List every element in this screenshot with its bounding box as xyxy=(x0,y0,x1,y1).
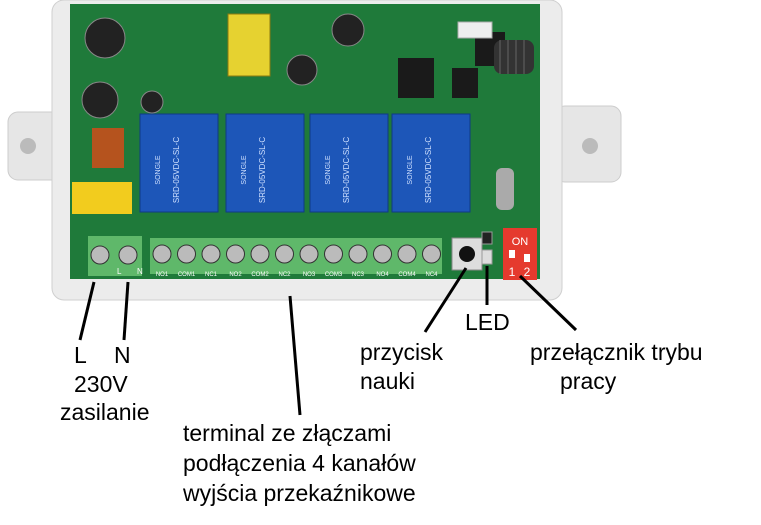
relay-3: SRD-05VDC-SL-C SONGLE xyxy=(309,113,389,213)
screw-com3[interactable] xyxy=(324,244,343,264)
screw-nc2[interactable] xyxy=(275,244,294,264)
screw-nc3[interactable] xyxy=(348,244,368,264)
screw-no1[interactable] xyxy=(152,244,172,264)
dip-toggle-2[interactable] xyxy=(524,254,530,262)
power-terminal-label: L xyxy=(117,267,122,276)
leader-button xyxy=(423,267,468,333)
power-terminal-label: N xyxy=(137,267,143,276)
output-terminal-label: NC1 xyxy=(205,272,218,278)
ic-chip xyxy=(398,58,434,98)
relay-model: SRD-05VDC-SL-C xyxy=(258,137,267,203)
mount-hole-right xyxy=(582,138,598,154)
output-terminal-label: COM2 xyxy=(251,272,269,278)
output-terminal-label: NO4 xyxy=(376,272,389,278)
label-voltage: 230V xyxy=(74,371,128,397)
relay-2: SRD-05VDC-SL-C SONGLE xyxy=(225,113,305,213)
relay-model: SRD-05VDC-SL-C xyxy=(342,137,351,203)
relay-brand: SONGLE xyxy=(241,155,248,185)
antenna-coil xyxy=(494,40,534,74)
label-led: LED xyxy=(465,309,510,335)
output-terminal-label: COM4 xyxy=(398,272,416,278)
label-button-2: nauki xyxy=(360,368,415,394)
label-power: zasilanie xyxy=(60,399,150,425)
transformer xyxy=(227,13,271,77)
label-terminal-1: terminal ze złączami xyxy=(183,420,392,446)
output-terminal-label: NC4 xyxy=(425,272,438,278)
label-n: N xyxy=(114,342,131,368)
relay-brand: SONGLE xyxy=(155,155,162,185)
relay-1: SRD-05VDC-SL-C SONGLE xyxy=(139,113,219,213)
output-terminal-label: NO3 xyxy=(303,272,316,278)
relay-model: SRD-05VDC-SL-C xyxy=(172,137,181,203)
led xyxy=(481,249,493,265)
screw-com1[interactable] xyxy=(177,244,196,264)
screw-nc4[interactable] xyxy=(422,244,441,264)
header-connector xyxy=(457,21,493,39)
leader-switch xyxy=(518,274,578,332)
output-terminal-label: COM3 xyxy=(325,272,343,278)
capacitor xyxy=(286,54,318,86)
label-l: L xyxy=(74,342,87,368)
capacitor xyxy=(331,13,365,47)
label-switch-1: przełącznik trybu xyxy=(530,339,703,365)
capacitor xyxy=(81,81,119,119)
output-terminal-label: NO2 xyxy=(229,272,242,278)
screw-no3[interactable] xyxy=(299,244,319,264)
capacitor xyxy=(84,17,126,59)
label-terminal-2: podłączenia 4 kanałów xyxy=(183,450,416,476)
ic-chip xyxy=(452,68,478,98)
leader-lines xyxy=(78,266,578,416)
screw-com4[interactable] xyxy=(397,244,417,264)
leader-l xyxy=(78,281,96,341)
relay-model: SRD-05VDC-SL-C xyxy=(424,137,433,203)
relay-brand: SONGLE xyxy=(325,155,332,185)
output-terminal-label: NC2 xyxy=(278,272,291,278)
output-terminal-block xyxy=(150,238,442,274)
screw-com2[interactable] xyxy=(250,244,270,264)
dip-on-label: ON xyxy=(512,236,529,248)
mount-hole-left xyxy=(20,138,36,154)
screw-nc1[interactable] xyxy=(201,244,221,264)
label-terminal-3: wyjścia przekaźnikowe xyxy=(183,480,416,506)
yellow-capacitor xyxy=(72,182,132,214)
screw-n[interactable] xyxy=(118,245,138,265)
output-terminal-label: NO1 xyxy=(156,272,169,278)
leader-n xyxy=(122,281,130,341)
label-switch-2: pracy xyxy=(560,368,617,394)
crystal xyxy=(496,168,514,210)
dip-position-1: 1 xyxy=(509,265,516,279)
relay-4: SRD-05VDC-SL-C SONGLE xyxy=(391,113,471,213)
screw-l[interactable] xyxy=(90,245,110,265)
dip-position-2: 2 xyxy=(524,265,531,279)
screw-no4[interactable] xyxy=(373,244,392,264)
relay-brand: SONGLE xyxy=(407,155,414,185)
leader-terminal xyxy=(288,295,302,416)
dip-toggle-1[interactable] xyxy=(509,250,515,258)
label-button-1: przycisk xyxy=(360,339,444,365)
output-terminal-label: NC3 xyxy=(352,272,365,278)
learn-button-cap[interactable] xyxy=(459,246,475,262)
screw-no2[interactable] xyxy=(226,244,245,264)
fuse-capacitor xyxy=(92,128,124,168)
capacitor xyxy=(140,90,164,114)
output-terminal-label: COM1 xyxy=(178,272,196,278)
dip-switch[interactable] xyxy=(503,228,537,280)
led xyxy=(481,231,493,245)
